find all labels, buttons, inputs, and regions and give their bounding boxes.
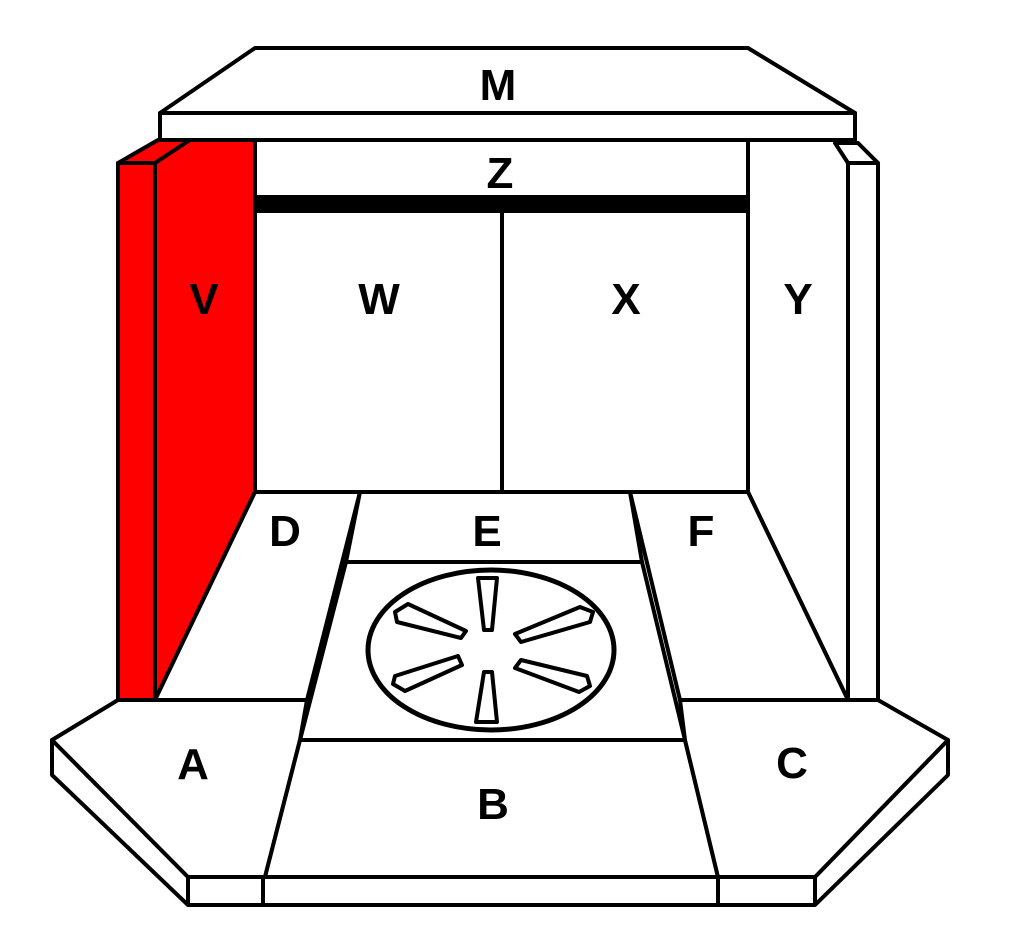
panel-v-side[interactable] xyxy=(116,161,157,702)
panel-y-side[interactable] xyxy=(846,161,880,702)
label-e: E xyxy=(472,507,501,556)
label-m: M xyxy=(480,61,517,110)
label-d: D xyxy=(269,507,301,556)
label-z: Z xyxy=(487,149,514,198)
divider-bar xyxy=(255,195,748,211)
label-v: V xyxy=(189,275,219,324)
panel-w[interactable] xyxy=(253,209,504,494)
label-f: F xyxy=(688,507,715,556)
label-y: Y xyxy=(783,275,812,324)
panel-v[interactable] xyxy=(153,138,257,702)
label-x: X xyxy=(611,275,640,324)
label-a: A xyxy=(177,740,209,789)
label-w: W xyxy=(358,275,400,324)
label-b: B xyxy=(477,780,509,829)
label-c: C xyxy=(776,739,808,788)
panel-x[interactable] xyxy=(500,209,750,494)
panel-m-front[interactable] xyxy=(158,111,857,142)
grate-icon xyxy=(365,567,617,733)
